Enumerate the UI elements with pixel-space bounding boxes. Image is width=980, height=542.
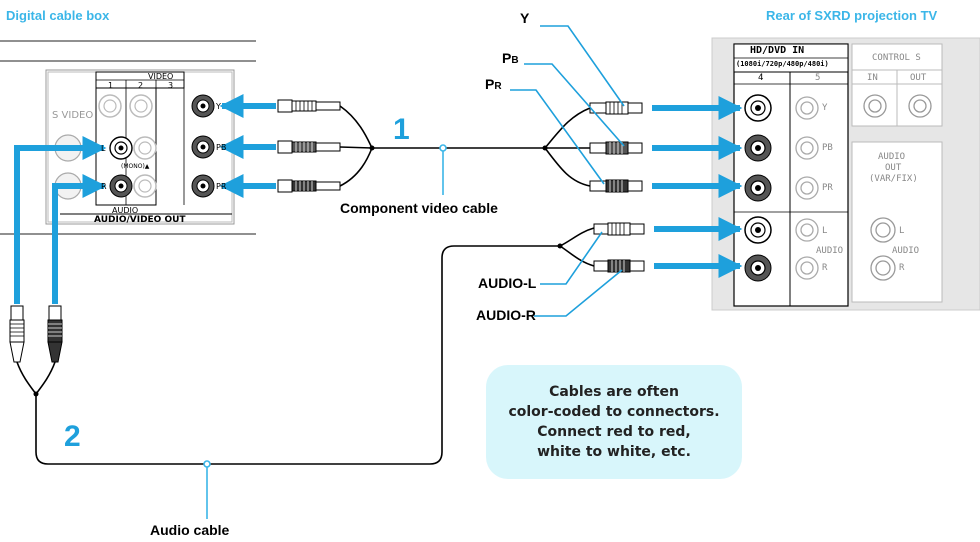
arrow-white-to-box (14, 136, 107, 304)
tv-jack-audio-l (744, 216, 772, 244)
tv-jack-audio-r (744, 254, 772, 282)
plug-right-audio-r (593, 259, 645, 273)
s-video-label: S VIDEO (52, 110, 94, 121)
audio-cable (16, 227, 595, 465)
jack-audio-2 (133, 136, 157, 160)
audio-out-label-2: OUT (885, 163, 902, 173)
av-out-label: AUDIO/VIDEO OUT (94, 215, 186, 225)
step-2-number: 2 (64, 420, 81, 453)
component-cable-marker (439, 144, 447, 152)
jack-r-label: R (101, 182, 107, 191)
tv-y-label: Y (822, 103, 828, 113)
jack-video-1 (98, 94, 122, 118)
plug-right-y (589, 101, 643, 115)
connection-arrows (14, 94, 743, 304)
tv-jack-5-group (795, 96, 819, 280)
callout-pb-sub: B (511, 55, 519, 66)
callout-pr-main: P (485, 76, 495, 92)
note-line-4: white to white, etc. (537, 444, 691, 460)
arrow-red-to-box (52, 174, 107, 304)
control-s-label: CONTROL S (872, 53, 921, 63)
jack-y-label: Y (216, 102, 221, 111)
input-5-label: 5 (815, 73, 821, 83)
jack-pr (191, 174, 215, 198)
audio-out-audio-label: AUDIO (892, 246, 920, 256)
note-line-3: Connect red to red, (537, 424, 691, 440)
audio-out-l-label: L (899, 226, 905, 236)
hd-in-label: HD/DVD IN (750, 45, 805, 56)
audio-header-label: AUDIO (112, 206, 139, 215)
tv-pr-label: PR (822, 183, 833, 193)
leader-audio-l (540, 231, 603, 285)
note-line-1: Cables are often (549, 384, 679, 400)
col-3-label: 3 (168, 81, 174, 90)
tv-jack-y (744, 94, 772, 122)
audio-out-label-3: (VAR/FIX) (869, 174, 918, 184)
jack-audio-3 (133, 174, 157, 198)
jack-y (191, 94, 215, 118)
color-coding-note: Cables are often color-coded to connecto… (486, 365, 742, 479)
jack-pb-label: PB (216, 143, 227, 152)
leader-audio-r (534, 269, 623, 317)
tv-l-label: L (822, 226, 828, 236)
audio-out-jacks (870, 217, 896, 281)
callout-y: Y (520, 10, 530, 26)
control-s-jacks (863, 94, 932, 118)
callout-pb-main: P (502, 50, 512, 66)
tv-r-label: R (822, 263, 828, 273)
input-4-label: 4 (758, 73, 764, 83)
jack-audio-l (109, 136, 133, 160)
component-video-cable (339, 105, 591, 187)
tv-rear-panel (711, 37, 980, 311)
callout-pr: PR (485, 76, 502, 92)
tv-audio-label: AUDIO (816, 246, 844, 256)
callout-pb: PB (502, 50, 519, 66)
leader-y (540, 25, 625, 107)
callout-leaders (510, 25, 625, 317)
audio-out-r-label: R (899, 263, 905, 273)
audio-cable-marker (203, 460, 211, 468)
target-device-heading: Rear of SXRD projection TV (766, 8, 938, 23)
plug-left-pr (277, 179, 341, 193)
jack-l-label: L (101, 144, 106, 153)
tv-pb-label: PB (822, 143, 833, 153)
plug-left-y (277, 99, 341, 113)
callout-audio-l: AUDIO-L (478, 275, 537, 291)
col-1-label: 1 (108, 81, 114, 90)
step-1-number: 1 (393, 113, 410, 146)
col-2-label: 2 (138, 81, 144, 90)
plug-right-audio-l (593, 222, 645, 236)
plug-left-pb (277, 140, 341, 154)
mono-label: (MONO)▲ (121, 163, 150, 170)
audio-out-label-1: AUDIO (878, 152, 906, 162)
leader-pr (510, 89, 605, 185)
source-device-heading: Digital cable box (6, 8, 110, 23)
formats-label: (1080i/720p/480p/480i) (736, 60, 829, 68)
audio-cable-label: Audio cable (150, 522, 230, 538)
jack-audio-r (109, 174, 133, 198)
leader-pb (524, 63, 625, 147)
control-in-label: IN (867, 73, 878, 83)
control-out-label: OUT (910, 73, 927, 83)
video-header-label: VIDEO (148, 72, 174, 81)
tv-jack-pb (744, 134, 772, 162)
plug-right-pr (589, 179, 643, 193)
plug-audio-white (9, 305, 25, 363)
component-cable-label: Component video cable (340, 200, 498, 216)
tv-jack-pr (744, 174, 772, 202)
jack-video-2 (129, 94, 153, 118)
plug-audio-red (47, 305, 63, 363)
callout-pr-sub: R (494, 81, 502, 92)
note-line-2: color-coded to connectors. (508, 404, 720, 420)
jack-pb (191, 135, 215, 159)
jack-pr-label: PR (216, 182, 227, 191)
callout-audio-r: AUDIO-R (476, 307, 536, 323)
plug-right-pb (589, 141, 643, 155)
